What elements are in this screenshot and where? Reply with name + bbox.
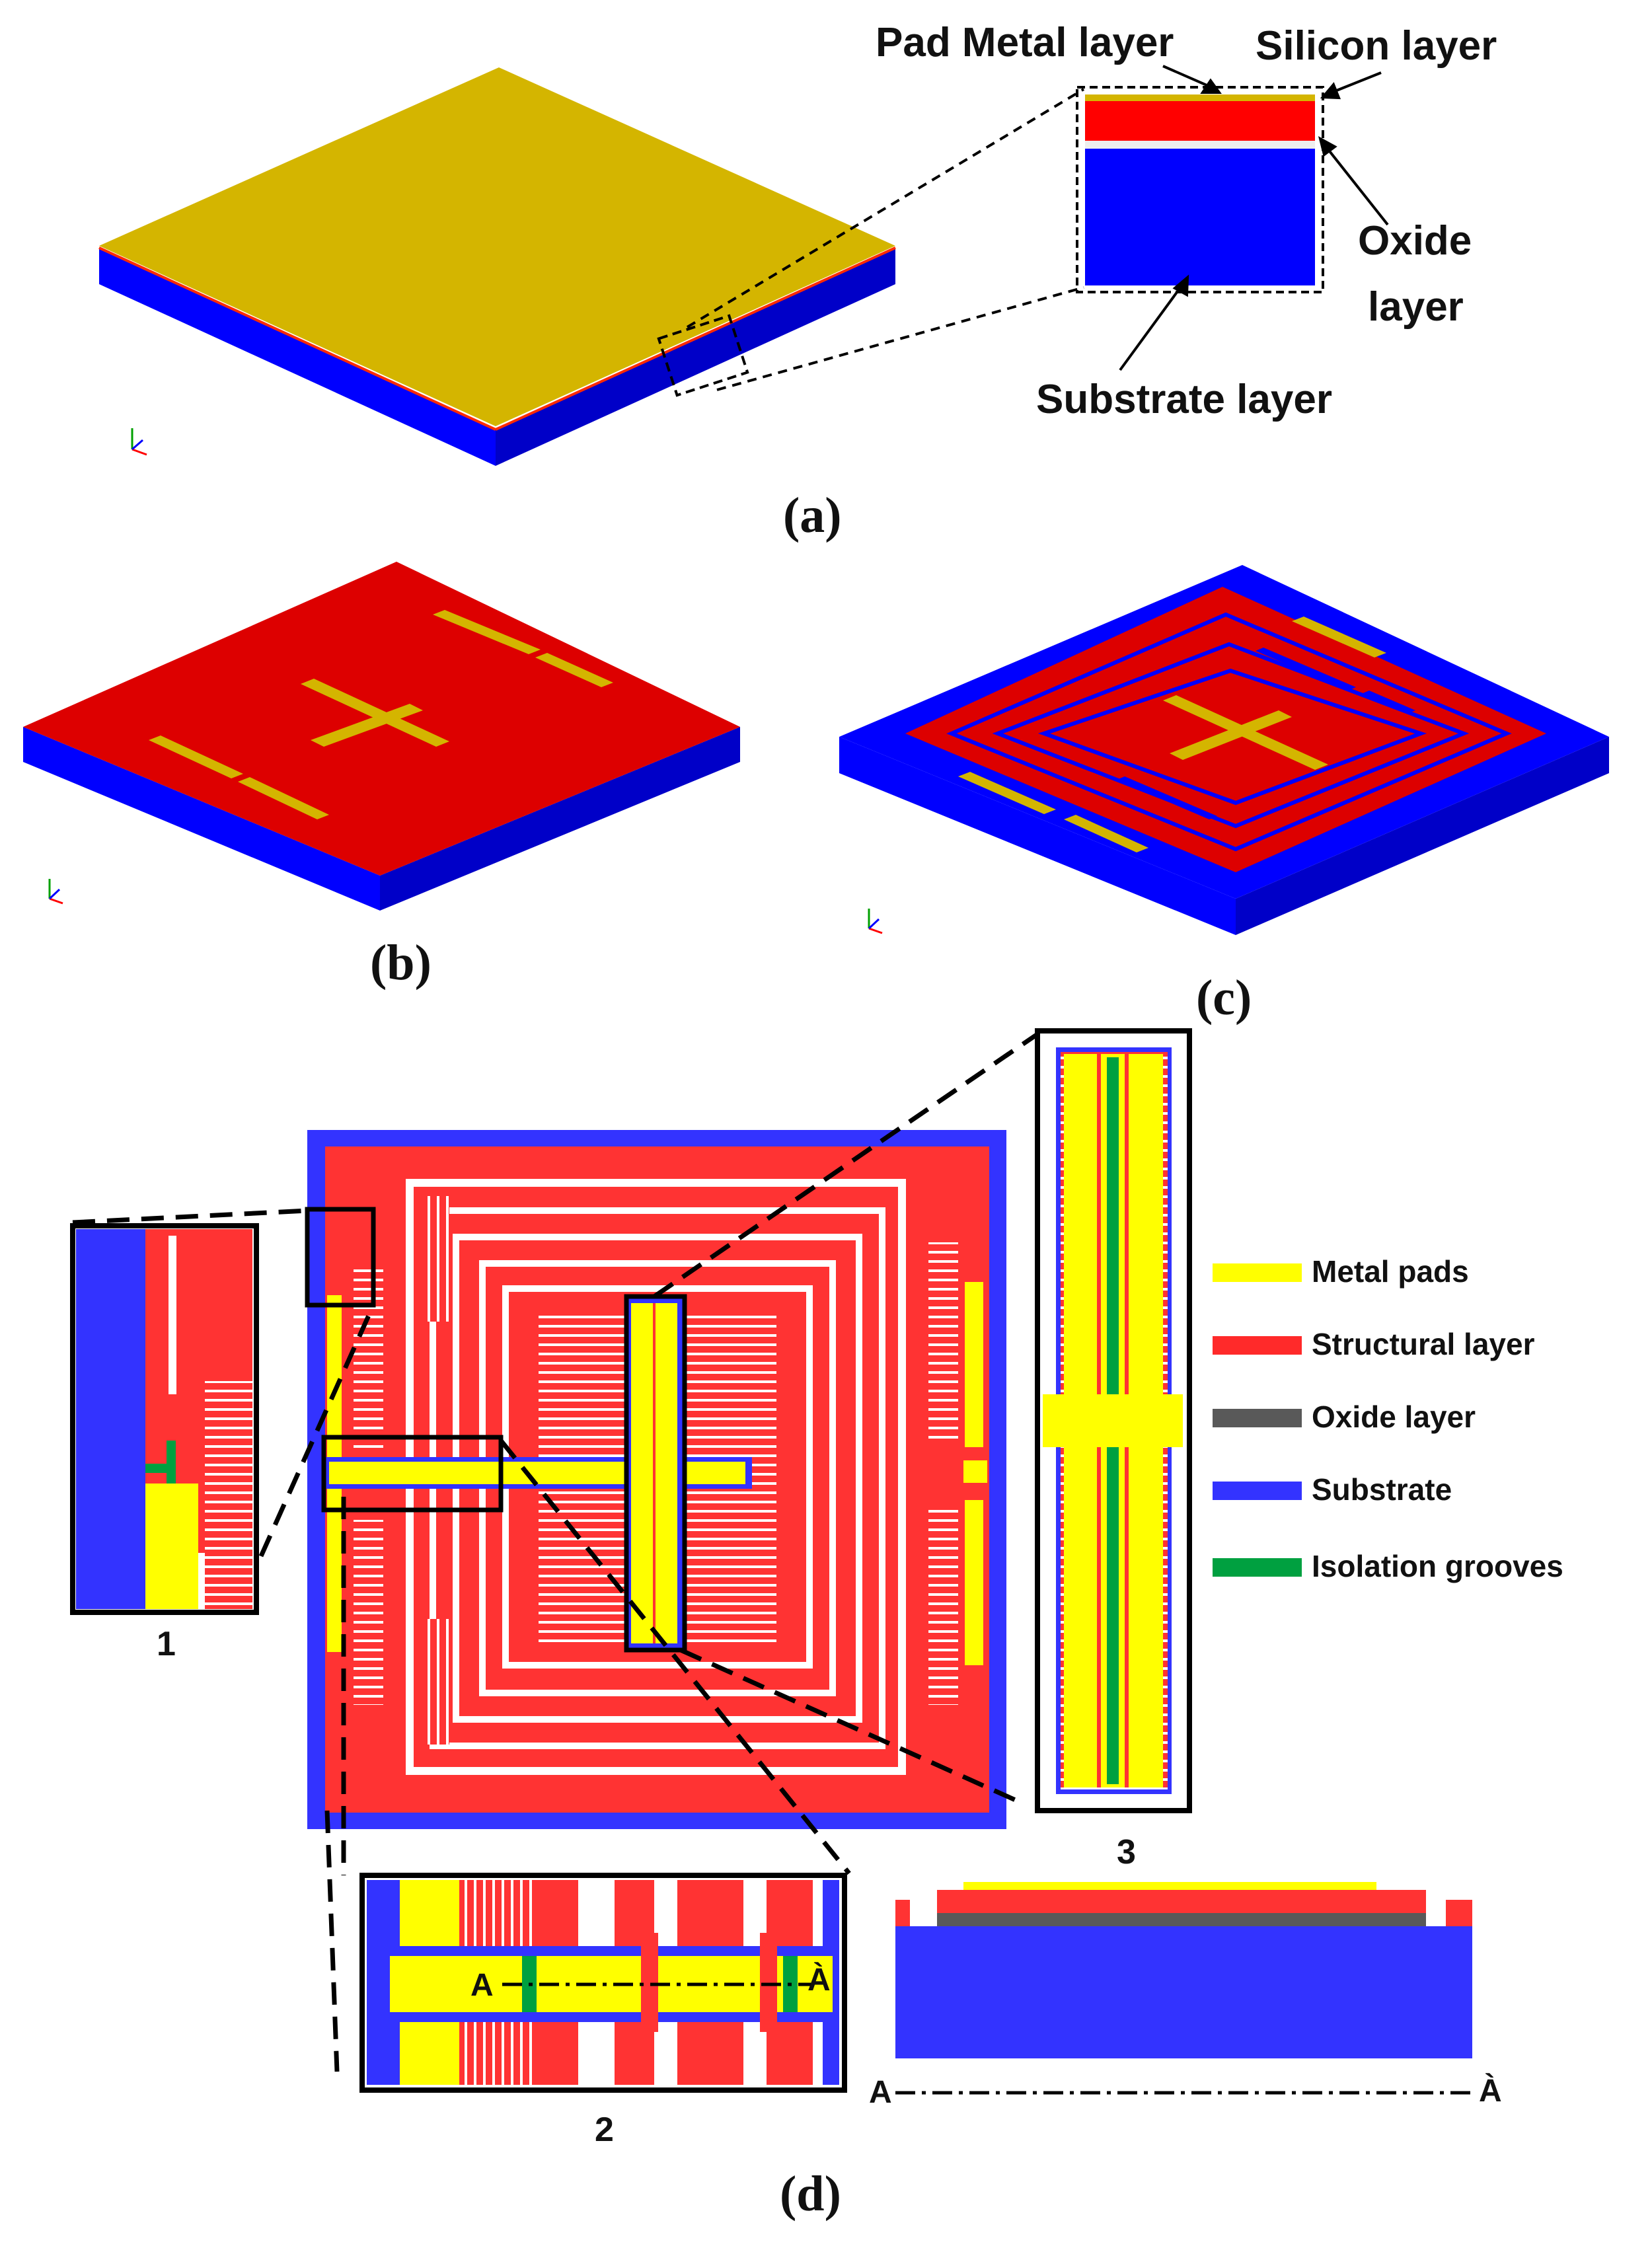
cross-section-zoom-frame (1076, 86, 1324, 293)
legend-label-metal: Metal pads (1312, 1254, 1469, 1289)
pad-metal-top-face (99, 67, 895, 426)
inset-3: 3 (1035, 1028, 1192, 1871)
wafer-side-left (23, 727, 380, 911)
cross-section-pad-metal (1085, 94, 1315, 101)
zoom-leaders (72, 1032, 1039, 2072)
caption-b: (b) (370, 935, 432, 991)
panel-c: (c) (839, 565, 1609, 1026)
section-label-a-prime: À (1479, 2073, 1502, 2109)
legend-label-structural: Structural layer (1312, 1327, 1535, 1361)
section-oxide (937, 1913, 1426, 1926)
panel-a: Pad Metal layer Silicon layer Oxide laye… (98, 20, 1497, 543)
right-anchor-pad (963, 1460, 987, 1483)
left-comb-bank (354, 1269, 383, 1454)
metal-pads (149, 610, 613, 819)
section-anchor-right (1446, 1900, 1472, 1926)
bottom-left-pad-long (149, 735, 243, 778)
legend-label-substrate: Substrate (1312, 1472, 1452, 1507)
panel-d: 1 3 Metal pads Structural layer Oxide la… (70, 1028, 1563, 2222)
cross-section-substrate (1085, 149, 1315, 285)
inset-2-label: 2 (595, 2111, 614, 2149)
inset-1: 1 (70, 1223, 259, 1663)
axis-triad-icon (48, 879, 63, 905)
cross-pad (311, 704, 423, 747)
comb-slots (1117, 648, 1415, 819)
caption-d: (d) (780, 2166, 841, 2222)
legend-label-oxide: Oxide layer (1312, 1400, 1476, 1434)
axis-triad-icon (868, 909, 883, 934)
top-right-pad-short (535, 653, 613, 687)
top-right-pad-long (433, 610, 541, 654)
section-structural (937, 1890, 1426, 1913)
cross-section-oxide (1085, 141, 1315, 149)
legend-label-isolation: Isolation grooves (1312, 1549, 1563, 1583)
zoom-box-2 (321, 1435, 504, 1513)
left-comb-bank-lower (354, 1520, 383, 1705)
inset-1-label: 1 (157, 1625, 176, 1663)
inset-2-section-a: A (470, 1968, 494, 2003)
section-label-a: A (869, 2075, 892, 2110)
oxide-layer-label-line2: layer (1368, 284, 1464, 330)
substrate-block-side-right (496, 248, 895, 466)
bottom-left-pad-short (238, 777, 329, 819)
panel-b: (b) (23, 562, 740, 991)
axis-triad-icon (131, 428, 147, 456)
label-arrows (1119, 65, 1389, 371)
legend-swatch-structural (1213, 1336, 1302, 1355)
main-layout (305, 1130, 1006, 1829)
bottom-left-pad (958, 772, 1056, 814)
pad-metal-layer-label: Pad Metal layer (876, 20, 1174, 65)
legend-swatch-oxide (1213, 1409, 1302, 1427)
substrate-layer-label: Substrate layer (1036, 377, 1332, 422)
metal-pads (958, 617, 1386, 852)
legend-swatch-metal (1213, 1263, 1302, 1282)
section-anchor-left (895, 1900, 910, 1926)
top-comb-bank (423, 1196, 449, 1322)
caption-a: (a) (783, 488, 842, 543)
oxide-layer-label-line1: Oxide (1358, 218, 1472, 264)
bottom-comb-bank (423, 1619, 449, 1745)
right-comb-bank (928, 1242, 958, 1441)
substrate-block-side-left (99, 248, 496, 466)
inset-3-label: 3 (1117, 1833, 1136, 1871)
silicon-layer-label: Silicon layer (1256, 23, 1497, 69)
legend-swatch-isolation (1213, 1558, 1302, 1577)
legend: Metal pads Structural layer Oxide layer … (1213, 1254, 1563, 1583)
section-metal (963, 1882, 1376, 1890)
device-side-left (839, 737, 1236, 935)
legend-swatch-substrate (1213, 1482, 1302, 1500)
top-right-pad (1292, 617, 1386, 657)
structural-top-face (905, 587, 1546, 872)
device-side-right (1236, 737, 1609, 935)
wafer-side-right (380, 727, 740, 911)
caption-c: (c) (1196, 970, 1252, 1026)
right-vertical-pad-bottom (965, 1500, 983, 1665)
cross-section-silicon (1085, 101, 1315, 141)
zoom-box-1 (305, 1207, 376, 1308)
inset-2: A À 2 (359, 1873, 847, 2149)
bottom-left-pad-short (1064, 815, 1148, 852)
section-substrate (895, 1926, 1472, 2058)
central-beam-pad (301, 679, 449, 747)
zoom-region-box (657, 314, 749, 397)
cross-pad (1170, 710, 1292, 760)
right-comb-bank-lower (928, 1507, 958, 1705)
inset-2-section-a-prime: À (807, 1962, 831, 1998)
section-a-a-prime: A À (869, 1882, 1502, 2110)
right-vertical-pad-top (965, 1282, 983, 1447)
